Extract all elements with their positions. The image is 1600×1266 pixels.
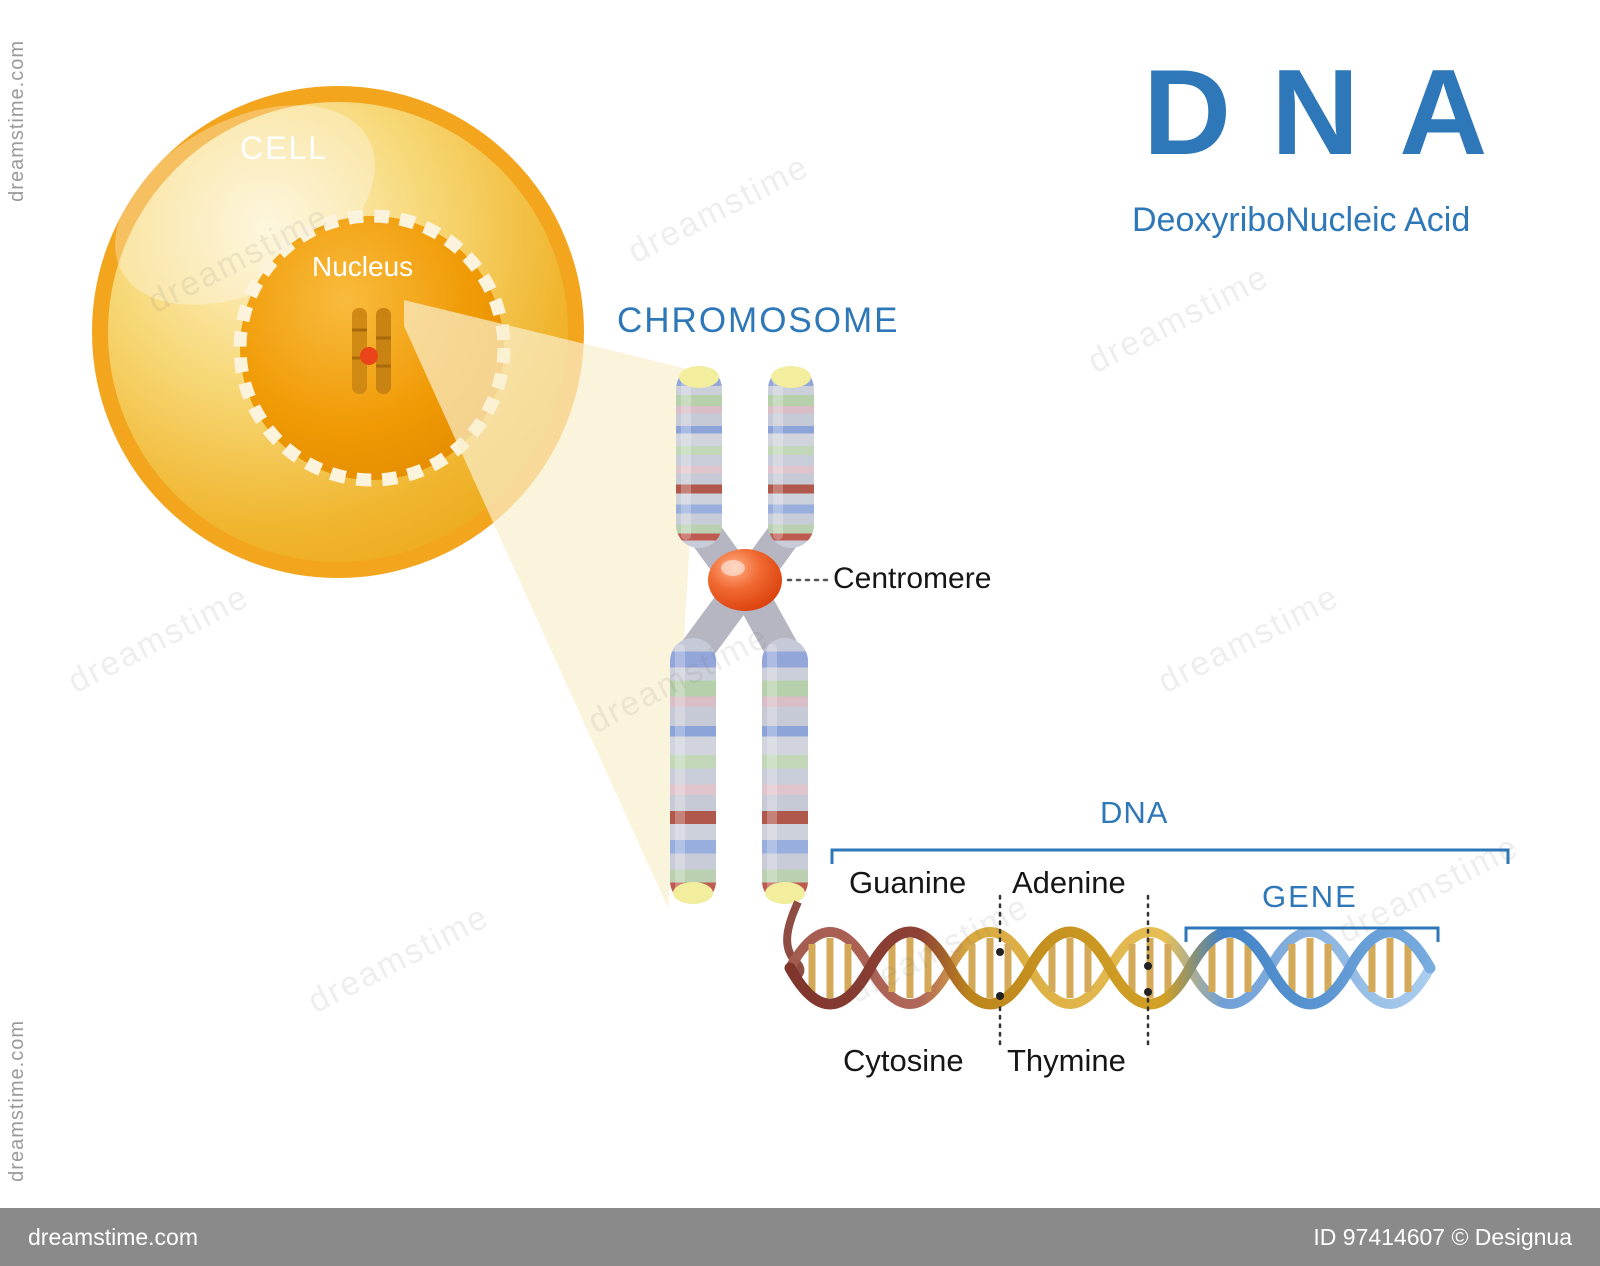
dna-helix [783,900,1436,1010]
cytosine-label: Cytosine [843,1043,964,1078]
watermark-bar: dreamstime.com ID 97414607 © Designua [0,1208,1600,1266]
watermark-vertical-bottom: dreamstime.com [6,1020,28,1182]
telomere-caps [673,366,811,904]
watermark-brand: dreamstime.com [28,1223,198,1250]
gene-bracket [1184,926,1440,942]
helix-front-strand [784,926,1436,1010]
watermark-vertical-top: dreamstime.com [6,40,28,202]
nucleus-label: Nucleus [312,251,414,282]
mini-chromosome-icon [352,308,391,394]
centromere [708,549,782,611]
thymine-label: Thymine [1007,1043,1126,1078]
chromosome-arms [670,366,814,904]
watermark-id: ID 97414607 © Designua [1313,1223,1572,1250]
base-connector-lines [998,894,1150,1046]
dna-bracket [830,848,1510,864]
centromere-label: Centromere [833,562,992,595]
gene-label: GENE [1262,879,1358,914]
cell-label: CELL [240,130,329,166]
chromosome-label: CHROMOSOME [617,301,900,340]
page-title: DNA [1143,44,1528,180]
cell-illustration [92,86,584,578]
dna-section-label: DNA [1100,795,1169,830]
guanine-label: Guanine [849,865,967,900]
base-connector-dots [996,948,1152,1000]
page-subtitle: DeoxyriboNucleic Acid [1132,201,1471,239]
adenine-label: Adenine [1012,865,1126,900]
magnify-beam [404,300,700,908]
chromosome-figure [670,366,832,904]
